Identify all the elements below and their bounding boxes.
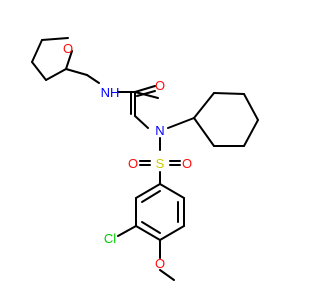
- linker-bonds: [65, 68, 159, 129]
- cyclohexyl-ring: [167, 92, 259, 147]
- ring-oxygen-label: O: [63, 41, 73, 56]
- chlorine-label: Cl: [104, 231, 116, 246]
- carbonyl-oxygen-label: O: [155, 78, 165, 93]
- sulfonyl-oxygen-right-label: O: [182, 156, 192, 171]
- molecule-structure: O NH O N S O O Cl O: [31, 37, 259, 281]
- tetrahydrofuran-ring: [31, 37, 73, 81]
- benzene-ring: [135, 183, 185, 241]
- methoxy-oxygen-label: O: [155, 256, 165, 271]
- ring-substituents: [117, 225, 175, 281]
- sulfonyl-oxygen-left-label: O: [128, 156, 138, 171]
- molecule-diagram: O NH O N S O O Cl O: [31, 37, 259, 281]
- sulfonamide-nitrogen-label: N: [155, 123, 164, 138]
- amide-nitrogen-label: NH: [101, 85, 120, 100]
- sulfonyl-bonds: [139, 137, 181, 185]
- carbonyl-bond: [134, 85, 156, 97]
- sulfur-label: S: [156, 156, 165, 171]
